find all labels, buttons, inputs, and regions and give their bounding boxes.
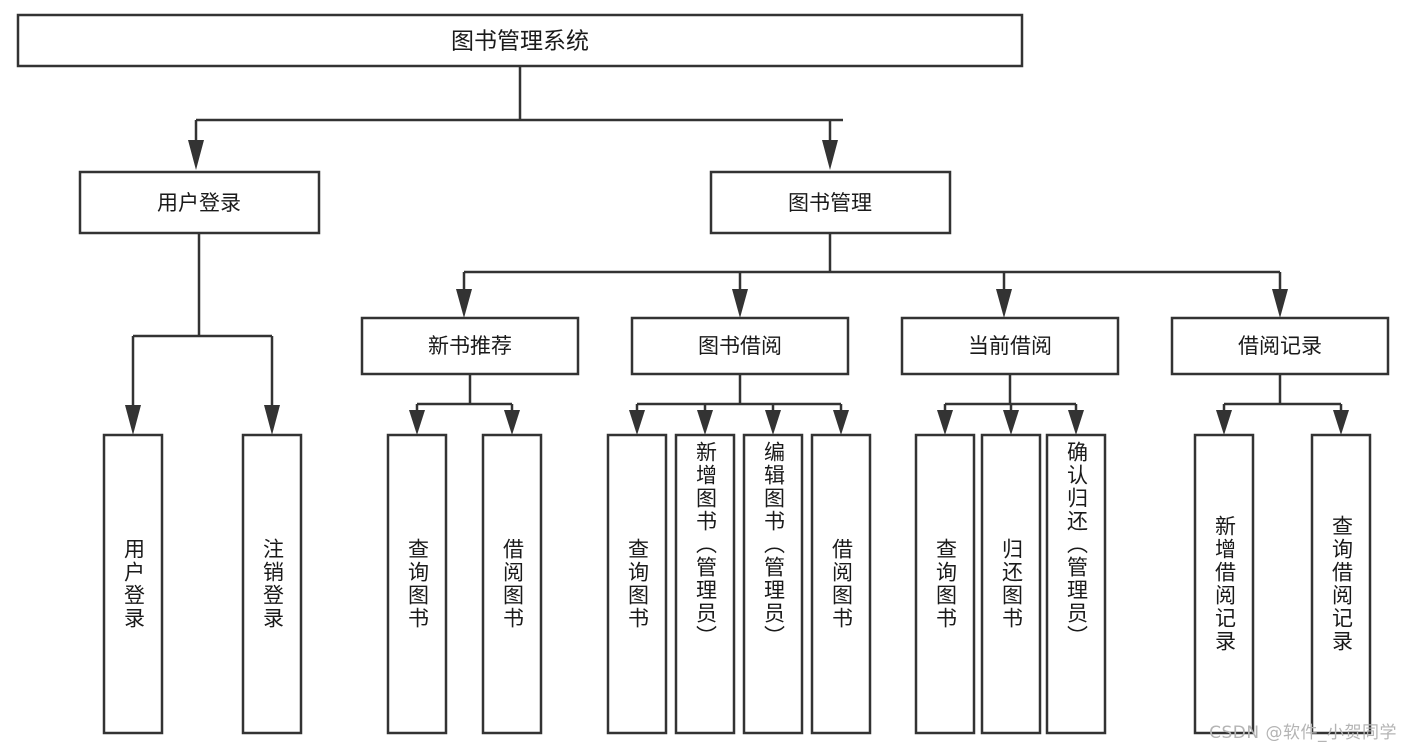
- connector-user-login-to-leaves: [125, 233, 280, 435]
- node-user-login-label: 用户登录: [157, 191, 241, 215]
- arrow-head-icon: [1068, 410, 1084, 435]
- node-current-borrow-label: 当前借阅: [968, 334, 1052, 358]
- arrow-head-icon: [822, 140, 838, 170]
- arrow-head-icon: [1216, 410, 1232, 435]
- node-current-borrow[interactable]: 当前借阅: [900, 316, 1120, 376]
- connector-book-borrow-to-leaves: [629, 374, 849, 435]
- node-root-system-label: 图书管理系统: [451, 29, 589, 55]
- leaf-borrow-book-1-box[interactable]: [481, 433, 543, 735]
- watermark-text: CSDN @软件_小贺同学: [1209, 723, 1397, 743]
- arrow-head-icon: [937, 410, 953, 435]
- leaf-return-book-box[interactable]: [980, 433, 1042, 735]
- leaf-edit-book-box[interactable]: [742, 433, 804, 735]
- connector-root-to-level2: [188, 66, 843, 170]
- connector-current-borrow-to-leaves: [937, 374, 1084, 435]
- arrow-head-icon: [125, 405, 141, 435]
- node-book-management-label: 图书管理: [788, 191, 872, 215]
- arrow-head-icon: [409, 410, 425, 435]
- node-book-management-box[interactable]: [709, 170, 952, 235]
- connector-borrow-record-to-leaves: [1216, 374, 1349, 435]
- leaf-query-book-3-box[interactable]: [914, 433, 976, 735]
- leaf-node-boxes: [102, 433, 1372, 735]
- node-book-management[interactable]: 图书管理: [709, 170, 952, 235]
- arrow-head-icon: [765, 410, 781, 435]
- node-book-borrow[interactable]: 图书借阅: [630, 316, 850, 376]
- leaf-add-record-box[interactable]: [1193, 433, 1255, 735]
- leaf-query-record-box[interactable]: [1310, 433, 1372, 735]
- arrow-head-icon: [188, 140, 204, 170]
- leaf-query-book-2-box[interactable]: [606, 433, 668, 735]
- node-new-book-recommend-box[interactable]: [360, 316, 580, 376]
- arrow-head-icon: [504, 410, 520, 435]
- node-root-system-box[interactable]: [16, 13, 1024, 68]
- node-current-borrow-box[interactable]: [900, 316, 1120, 376]
- node-root-system[interactable]: 图书管理系统: [16, 13, 1024, 68]
- leaf-logout-login-box[interactable]: [241, 433, 303, 735]
- leaf-query-book-1-box[interactable]: [386, 433, 448, 735]
- arrow-head-icon: [996, 289, 1012, 318]
- arrow-head-icon: [1003, 410, 1019, 435]
- node-user-login-box[interactable]: [78, 170, 321, 235]
- connector-new-book-recommend-to-leaves: [409, 374, 520, 435]
- leaf-user-login-box[interactable]: [102, 433, 164, 735]
- arrow-head-icon: [264, 405, 280, 435]
- arrow-head-icon: [732, 289, 748, 318]
- node-book-borrow-label: 图书借阅: [698, 334, 782, 358]
- node-user-login[interactable]: 用户登录: [78, 170, 321, 235]
- leaf-confirm-return-box[interactable]: [1045, 433, 1107, 735]
- node-new-book-recommend-label: 新书推荐: [428, 334, 512, 358]
- node-borrow-record-label: 借阅记录: [1238, 334, 1322, 358]
- leaf-add-book-box[interactable]: [674, 433, 736, 735]
- node-borrow-record-box[interactable]: [1170, 316, 1390, 376]
- node-book-borrow-box[interactable]: [630, 316, 850, 376]
- arrow-head-icon: [697, 410, 713, 435]
- node-borrow-record[interactable]: 借阅记录: [1170, 316, 1390, 376]
- arrow-head-icon: [456, 289, 472, 318]
- leaf-borrow-book-2-box[interactable]: [810, 433, 872, 735]
- connector-book-management-to-level3: [456, 233, 1288, 318]
- arrow-head-icon: [629, 410, 645, 435]
- arrow-head-icon: [1333, 410, 1349, 435]
- arrow-head-icon: [833, 410, 849, 435]
- arrow-head-icon: [1272, 289, 1288, 318]
- node-new-book-recommend[interactable]: 新书推荐: [360, 316, 580, 376]
